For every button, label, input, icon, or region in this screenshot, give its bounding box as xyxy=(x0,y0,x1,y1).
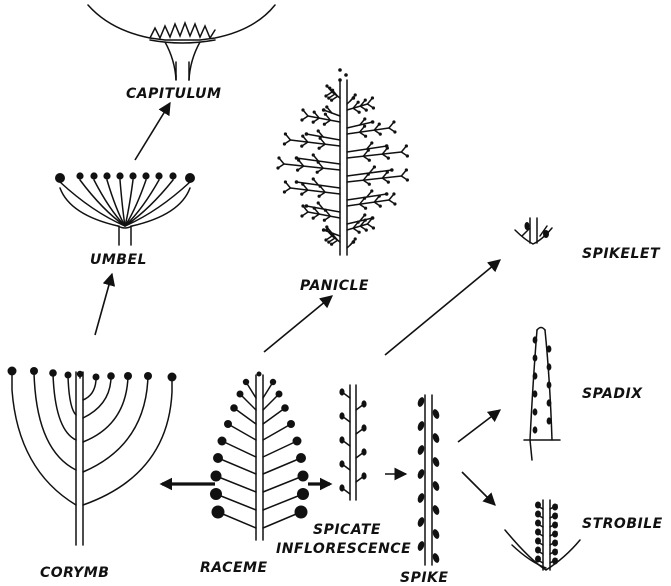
spike-drawing xyxy=(416,395,440,565)
umbel-label: UMBEL xyxy=(90,252,147,268)
capitulum-label: CAPITULUM xyxy=(126,86,221,102)
spikelet-label: SPIKELET xyxy=(582,246,661,262)
arrow-corymb-to-umbel xyxy=(95,274,112,335)
arrow-raceme-to-panicle xyxy=(264,296,332,352)
strobile-label: STROBILE xyxy=(582,516,663,532)
arrow-spike-to-strobile xyxy=(462,472,495,505)
spicate-inflorescence-drawing xyxy=(339,385,366,500)
arrow-spicate-to-spikelet xyxy=(385,260,500,355)
spadix-label: SPADIX xyxy=(582,386,643,402)
strobile-drawing xyxy=(505,500,580,570)
spikelet-drawing xyxy=(515,218,552,244)
umbel-drawing xyxy=(55,172,195,245)
spadix-drawing xyxy=(524,328,560,461)
spike-label: SPIKE xyxy=(400,570,448,586)
arrow-umbel-to-capitulum xyxy=(135,103,170,160)
corymb-drawing xyxy=(8,367,177,546)
panicle-drawing xyxy=(276,68,409,255)
spicate-label-line1: SPICATE xyxy=(313,522,381,538)
arrow-spike-to-spadix xyxy=(458,410,500,442)
corymb-label: CORYMB xyxy=(40,565,109,581)
raceme-drawing xyxy=(210,372,309,541)
panicle-label: PANICLE xyxy=(300,278,369,294)
raceme-label: RACEME xyxy=(200,560,268,576)
spicate-label-line2: INFLORESCENCE xyxy=(276,541,411,557)
capitulum-drawing xyxy=(88,5,275,80)
